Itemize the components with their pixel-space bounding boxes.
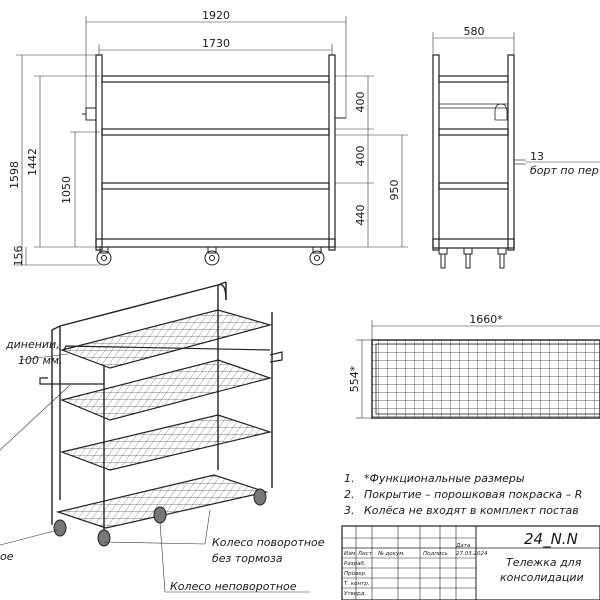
front-bay-2 bbox=[101, 134, 330, 184]
tb-row-checked: Провер. bbox=[344, 571, 367, 577]
front-shelf-3 bbox=[101, 182, 330, 190]
front-left-post bbox=[95, 54, 103, 251]
tb-row-approved: Утверд. bbox=[344, 591, 366, 597]
front-handle-left bbox=[85, 107, 97, 121]
tb-doc-number: 24_N.N bbox=[524, 530, 578, 549]
dim-shelf-spacing-2: 400 bbox=[354, 146, 367, 167]
side-edge-dim: 13 bbox=[530, 150, 544, 163]
side-view bbox=[432, 54, 526, 269]
dim-frame-height: 1442 bbox=[26, 148, 39, 176]
iso-callout-left: ое bbox=[0, 550, 14, 563]
front-right-post bbox=[328, 54, 336, 251]
side-handle bbox=[494, 103, 508, 121]
notes: 1. *Функциональные размеры 2. Покрытие –… bbox=[344, 472, 582, 517]
front-shelf-1 bbox=[101, 75, 330, 83]
dim-lower-height: 1050 bbox=[60, 176, 73, 204]
note-1-num: 1. bbox=[344, 472, 355, 485]
iso-callout-top-2: 100 мм. bbox=[18, 354, 63, 367]
iso-shelf-2 bbox=[60, 359, 273, 421]
side-dim-width: 580 bbox=[464, 25, 485, 38]
iso-shelf-3 bbox=[59, 414, 273, 471]
top-dimensions bbox=[356, 320, 600, 419]
title-block bbox=[341, 525, 600, 600]
note-3-text: Колёса не входят в комплект постав bbox=[364, 504, 579, 517]
front-bay-3 bbox=[101, 188, 330, 240]
dim-inner-width: 1730 bbox=[202, 37, 230, 50]
note-2-text: Покрытие – порошковая покраска – R bbox=[364, 488, 582, 501]
iso-callout-swivel-1: Колесо поворотное bbox=[212, 536, 325, 549]
top-mesh-shelf bbox=[371, 339, 600, 419]
tb-col-sign: Подпись bbox=[423, 551, 448, 557]
note-1-text: *Функциональные размеры bbox=[364, 472, 525, 485]
dim-side-height: 950 bbox=[388, 180, 401, 201]
front-wheels bbox=[96, 246, 325, 266]
top-view bbox=[371, 339, 600, 419]
front-dimensions bbox=[16, 16, 408, 266]
tb-row-developer: Разраб. bbox=[344, 561, 366, 567]
dim-shelf-spacing-3: 440 bbox=[354, 205, 367, 226]
dim-overall-height: 1598 bbox=[8, 161, 21, 189]
top-dim-width: 554* bbox=[348, 365, 361, 392]
note-3-num: 3. bbox=[344, 504, 355, 517]
iso-shelf-1 bbox=[60, 309, 273, 369]
tb-col-date: Дата bbox=[455, 543, 471, 549]
iso-view bbox=[0, 281, 310, 593]
iso-callout-top-1: динении, bbox=[5, 338, 60, 351]
side-dimensions bbox=[432, 32, 600, 163]
note-2-num: 2. bbox=[344, 488, 355, 501]
tb-col-rev: Изм. bbox=[344, 551, 357, 557]
front-base bbox=[95, 238, 336, 248]
iso-wheels bbox=[53, 488, 267, 547]
side-edge-label: борт по пер bbox=[530, 164, 599, 177]
dim-overall-width: 1920 bbox=[202, 9, 230, 22]
tb-col-docnum: № докум. bbox=[377, 551, 405, 557]
dim-shelf-spacing-1: 400 bbox=[354, 92, 367, 113]
front-bay-1 bbox=[101, 81, 330, 130]
tb-date-value: 27.03.2024 bbox=[456, 551, 488, 557]
side-wheels bbox=[438, 247, 507, 269]
tb-title-2: консолидации bbox=[500, 571, 584, 584]
top-dim-length: 1660* bbox=[469, 313, 503, 326]
front-shelf-2 bbox=[101, 128, 330, 136]
tb-col-sheet: Лист bbox=[357, 551, 373, 557]
iso-shelf-4 bbox=[55, 474, 269, 529]
tb-title-1: Тележка для bbox=[506, 556, 582, 569]
iso-callout-swivel-2: без тормоза bbox=[212, 552, 283, 565]
front-view bbox=[82, 54, 346, 266]
tb-row-tech-control: Т. контр. bbox=[344, 581, 370, 587]
dim-bottom: 156 bbox=[12, 246, 25, 267]
iso-callout-fixed: Колесо неповоротное bbox=[170, 580, 297, 593]
